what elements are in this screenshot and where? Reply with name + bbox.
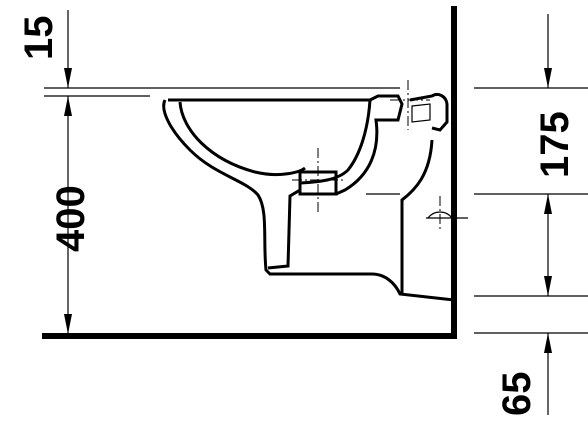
- rear-flange-inner: [411, 103, 431, 123]
- bidet-body: [162, 92, 455, 302]
- hidden-lines: [292, 80, 468, 230]
- arrow-outlet-upper: [544, 194, 552, 214]
- arrow-rim-offset: [64, 68, 72, 88]
- bowl-outer-outline: [162, 99, 455, 302]
- dim-label-floor-offset: 65: [495, 372, 539, 417]
- rear-body-line: [400, 139, 434, 294]
- arrow-rim-height-top: [64, 96, 72, 116]
- rear-flange: [409, 92, 449, 132]
- arrow-outlet-top: [544, 68, 552, 88]
- arrow-outlet-lower: [544, 276, 552, 296]
- reference-lines: [44, 87, 588, 334]
- arrow-rim-height-bottom: [64, 314, 72, 334]
- bowl-right-wall: [335, 94, 404, 196]
- outlet-socket: [298, 170, 338, 196]
- bowl-inner-outline: [168, 98, 372, 270]
- dimension-labels: 15 400 175 65: [17, 16, 577, 417]
- arrow-floor-offset: [544, 333, 552, 353]
- dim-label-rim-height: 400: [49, 185, 93, 252]
- dimension-lines: [64, 10, 552, 415]
- wall-and-floor: [42, 6, 457, 339]
- bowl-basin-curve: [178, 101, 306, 176]
- dim-label-rim-offset: 15: [17, 16, 61, 61]
- dim-label-outlet-height: 175: [533, 111, 577, 178]
- fixing-hole-arc: [427, 211, 453, 219]
